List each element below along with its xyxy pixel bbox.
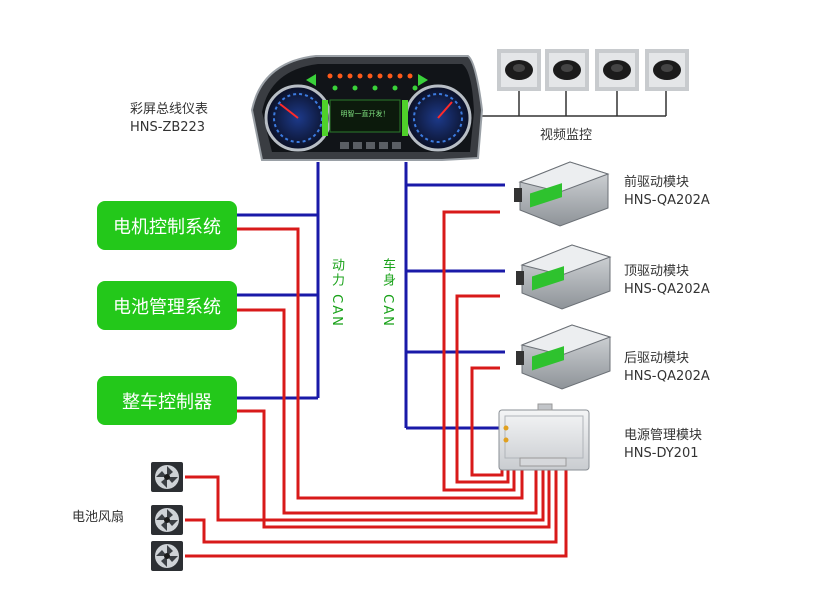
body-can-bus (404, 162, 505, 430)
rear-module-name: 后驱动模块 (624, 351, 690, 366)
top-module-model: HNS-QA202A (624, 282, 710, 297)
body-can-label: 车身 CAN (380, 258, 395, 328)
front-module-model: HNS-QA202A (624, 193, 710, 208)
camera-icon (645, 49, 689, 91)
camera-icon (497, 49, 541, 91)
fan-icon (151, 462, 183, 492)
vehicle-controller: 整车控制器 (97, 376, 237, 425)
drive-module-icon (516, 244, 612, 310)
battery-fan-label: 电池风扇 (72, 510, 125, 525)
camera-icon (545, 49, 589, 91)
cluster-screen-text: 明智一直开发！ (340, 110, 390, 118)
rear-module-model: HNS-QA202A (624, 369, 710, 384)
power-module-icon (498, 403, 590, 471)
power-module-model: HNS-DY201 (624, 446, 699, 461)
video-line (480, 90, 667, 117)
instrument-cluster (250, 55, 484, 161)
power-can-bus (237, 162, 320, 400)
motor-control-system: 电机控制系统 (97, 201, 237, 250)
drive-module-icon (516, 324, 612, 390)
fan-icon (151, 541, 183, 571)
camera-icon (595, 49, 639, 91)
fan-icon (151, 505, 183, 535)
cluster-name: 彩屏总线仪表 (130, 102, 209, 117)
front-module-name: 前驱动模块 (624, 175, 690, 190)
cluster-model: HNS-ZB223 (130, 120, 206, 135)
video-monitor-label: 视频监控 (540, 128, 593, 143)
power-can-label: 动力 CAN (329, 258, 344, 328)
power-module-name: 电源管理模块 (624, 428, 703, 443)
drive-module-icon (514, 161, 610, 227)
top-module-name: 顶驱动模块 (624, 264, 690, 279)
power-wiring (185, 210, 568, 558)
battery-management-system: 电池管理系统 (97, 281, 237, 330)
